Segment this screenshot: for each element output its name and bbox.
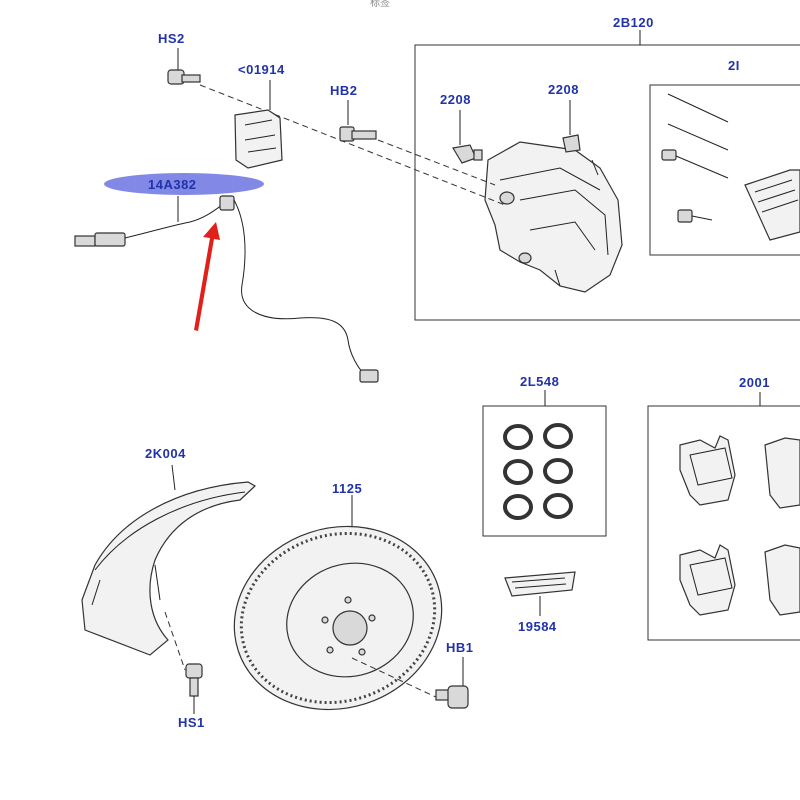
brake-caliper bbox=[484, 141, 623, 293]
label-2b120: 2B120 bbox=[613, 15, 654, 30]
caliper-shim: <01914 bbox=[234, 62, 285, 169]
label-2b-cut: 2I bbox=[728, 58, 740, 73]
label-14a382: 14A382 bbox=[148, 177, 197, 192]
red-arrow-annotation bbox=[194, 222, 220, 331]
label-2208-left: 2208 bbox=[440, 92, 471, 107]
grease-sachet: 19584 bbox=[504, 571, 576, 634]
label-hb2: HB2 bbox=[330, 83, 358, 98]
caliper-bolts-subframe bbox=[649, 84, 800, 256]
bolt-hb1: HB1 bbox=[435, 640, 474, 709]
bolt-hs2: HS2 bbox=[158, 31, 201, 85]
bolt-hs1: HS1 bbox=[178, 663, 205, 730]
label-hs1: HS1 bbox=[178, 715, 205, 730]
assembly-line-hb2 bbox=[377, 139, 496, 186]
bleed-screw-right: 2208 bbox=[548, 82, 581, 153]
caliper-guide-pins bbox=[661, 93, 729, 223]
caliper-kit-frame bbox=[414, 44, 800, 321]
assembly-line-hs2 bbox=[199, 84, 506, 206]
label-highlight bbox=[104, 173, 264, 195]
brake-wear-sensor: 14A382 bbox=[74, 173, 379, 383]
label-01914: <01914 bbox=[238, 62, 285, 77]
bolt-hb2: HB2 bbox=[330, 83, 377, 142]
label-hs2: HS2 bbox=[158, 31, 185, 46]
label-hb1: HB1 bbox=[446, 640, 474, 655]
instruction-card bbox=[744, 169, 800, 241]
brake-pad-frame bbox=[647, 405, 800, 641]
label-2l548: 2L548 bbox=[520, 374, 559, 389]
caliper-kit-box: 2B120 2I bbox=[414, 15, 800, 321]
seal-kit: 2L548 bbox=[482, 374, 607, 537]
label-19584: 19584 bbox=[518, 619, 557, 634]
label-2208-right: 2208 bbox=[548, 82, 579, 97]
brake-pad-kit: 2001 bbox=[647, 375, 800, 641]
label-2k004: 2K004 bbox=[145, 446, 186, 461]
top-strip-text: 标签 bbox=[370, 0, 390, 9]
brake-disc: 1125 bbox=[233, 481, 443, 711]
label-2001: 2001 bbox=[739, 375, 770, 390]
brake-dust-shield: 2K004 bbox=[81, 446, 257, 671]
bleed-screw-left: 2208 bbox=[440, 92, 483, 164]
seal-kit-frame bbox=[482, 405, 607, 537]
label-1125: 1125 bbox=[332, 481, 362, 496]
